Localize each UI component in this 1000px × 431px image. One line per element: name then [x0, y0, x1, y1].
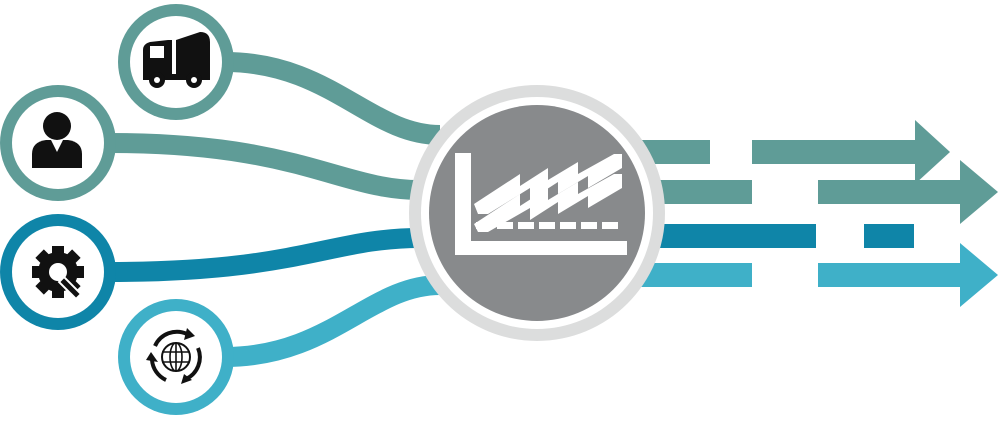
- input-node-gear: [0, 214, 116, 330]
- output-flow-4: [638, 243, 998, 307]
- output-flows: [638, 120, 998, 307]
- output-4-segment-1: [638, 263, 752, 287]
- globe-cycle-icon: [146, 328, 202, 384]
- output-flow-3: [646, 224, 914, 248]
- output-4-arrowhead: [960, 243, 998, 307]
- input-node-globe: [118, 299, 234, 415]
- person-icon: [32, 112, 82, 168]
- output-3-segment-1: [646, 224, 816, 248]
- output-1-segment-2: [752, 140, 922, 164]
- connector-globe: [224, 275, 441, 367]
- output-3-segment-2: [864, 224, 914, 248]
- factory-hub: [409, 85, 665, 341]
- connector-gear: [109, 228, 421, 282]
- factory-icon: [455, 153, 627, 255]
- connector-truck: [224, 52, 441, 145]
- gear-wrench-icon: [32, 246, 84, 301]
- output-4-segment-2: [818, 263, 966, 287]
- output-2-arrowhead: [960, 160, 998, 224]
- truck-icon: [143, 32, 210, 88]
- output-flow-2: [646, 160, 998, 224]
- input-node-person: [0, 85, 116, 201]
- input-connectors: [109, 52, 441, 367]
- output-1-arrowhead: [915, 120, 950, 184]
- output-2-segment-2: [818, 180, 966, 204]
- input-node-truck: [118, 4, 234, 120]
- output-flow-1: [638, 120, 950, 184]
- connector-person: [109, 133, 421, 200]
